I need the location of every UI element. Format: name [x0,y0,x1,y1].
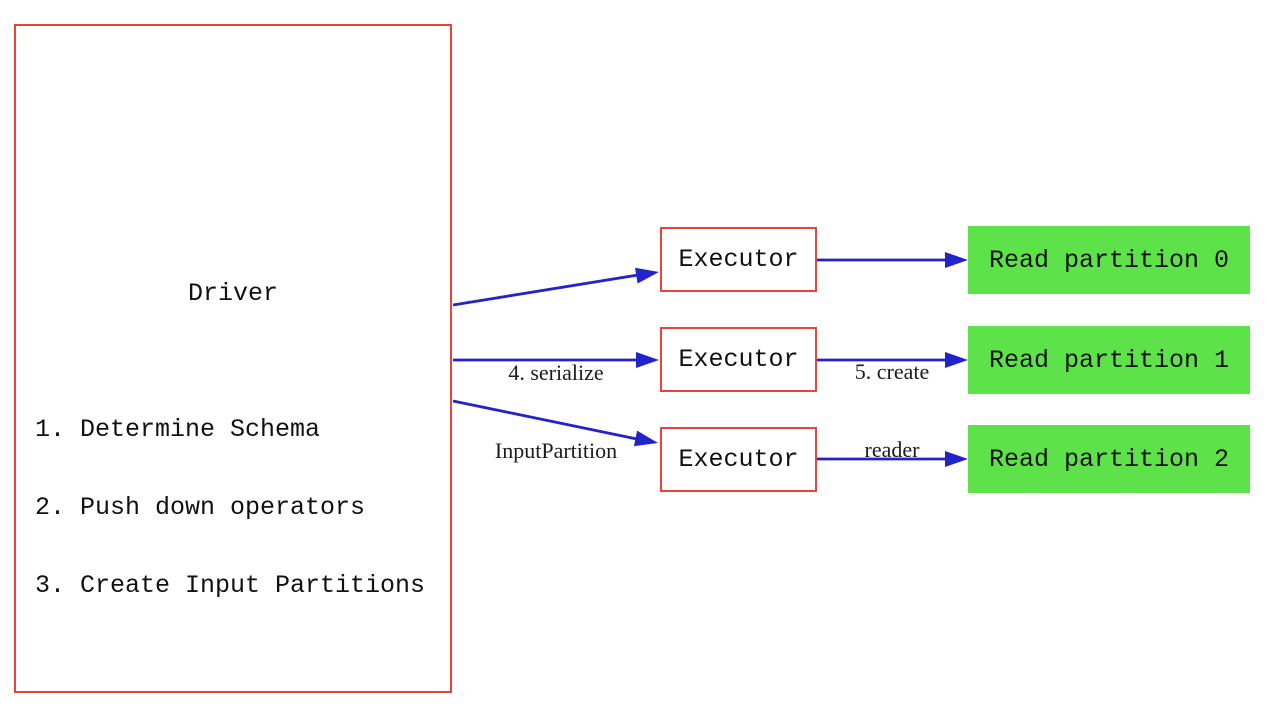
create-reader-label: 5. create reader [822,307,962,515]
read-partition-label: Read partition 2 [988,444,1230,474]
driver-steps-list: 1. Determine Schema 2. Push down operato… [35,365,425,651]
reader-label-line1: 5. create [854,359,930,384]
driver-step-2: 2. Push down operators [35,493,366,522]
executor-label: Executor [678,445,799,474]
serialize-label-line2: InputPartition [494,438,618,463]
read-partition-label: Read partition 1 [988,345,1230,375]
read-partition-box-2: Read partition 2 [968,425,1250,493]
read-partition-box-0: Read partition 0 [968,226,1250,294]
driver-step-1: 1. Determine Schema [35,415,321,444]
arrow-executor-0-to-partition-0 [817,252,968,268]
driver-step-3: 3. Create Input Partitions [35,571,426,600]
executor-box-2: Executor [660,427,817,492]
serialize-label-line1: 4. serialize [508,360,604,385]
serialize-inputpartition-label: 4. serialize InputPartition [456,308,656,516]
executor-label: Executor [678,245,799,274]
executor-box-1: Executor [660,327,817,392]
driver-title: Driver [187,279,278,308]
reader-label-line2: reader [864,437,920,462]
driver-box: Driver 1. Determine Schema 2. Push down … [14,24,452,693]
read-partition-box-1: Read partition 1 [968,326,1250,394]
read-partition-label: Read partition 0 [988,245,1230,275]
arrow-driver-to-executor-0 [452,267,659,307]
executor-box-0: Executor [660,227,817,292]
executor-label: Executor [678,345,799,374]
